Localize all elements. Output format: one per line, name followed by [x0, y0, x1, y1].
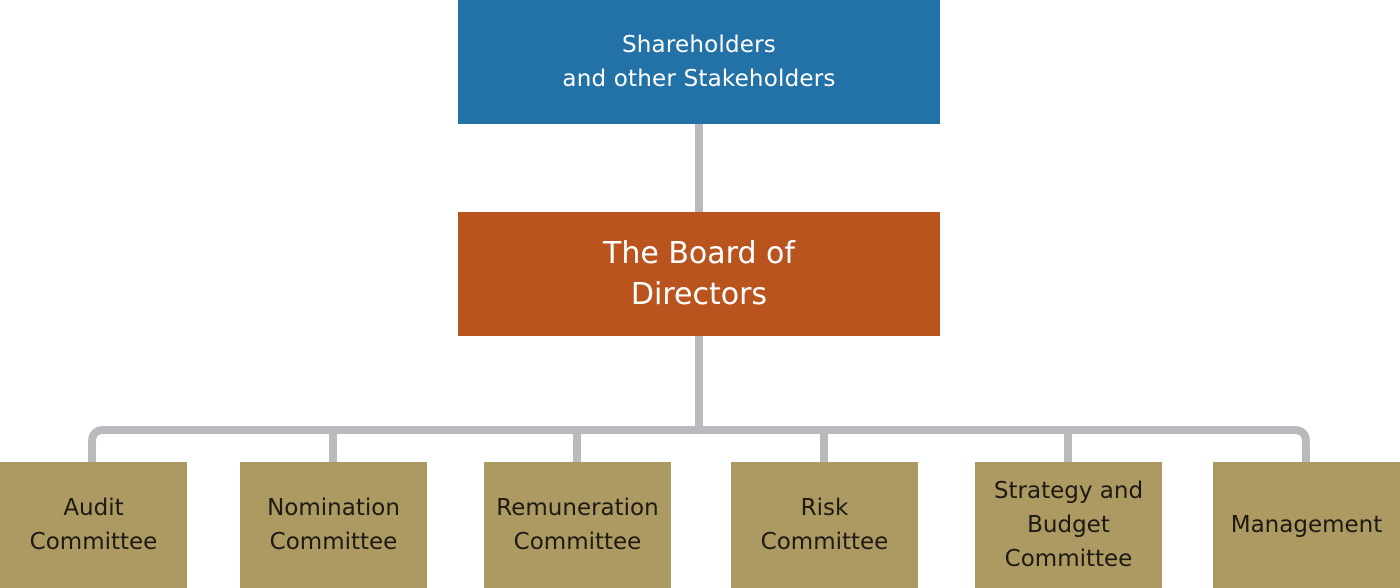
node-board-of-directors: The Board of Directors	[458, 212, 940, 336]
node-nomination-label: Nomination Committee	[267, 495, 400, 555]
node-remuneration-label: Remuneration Committee	[496, 495, 659, 555]
node-strategy-label: Strategy and Budget Committee	[993, 478, 1144, 572]
node-strategy-budget-committee: Strategy and Budget Committee	[975, 462, 1162, 588]
node-shareholders: Shareholders and other Stakeholders	[458, 0, 940, 124]
node-board-label: The Board of Directors	[603, 236, 795, 312]
node-nomination-committee: Nomination Committee	[240, 462, 427, 588]
node-audit-label: Audit Committee	[29, 495, 158, 555]
node-risk-label: Risk Committee	[760, 495, 889, 555]
node-management-label: Management	[1230, 512, 1383, 538]
node-audit-committee: Audit Committee	[0, 462, 187, 588]
node-shareholders-label: Shareholders and other Stakeholders	[562, 32, 836, 92]
connector-bus	[88, 426, 1310, 462]
node-remuneration-committee: Remuneration Committee	[484, 462, 671, 588]
node-risk-committee: Risk Committee	[731, 462, 918, 588]
node-management: Management	[1213, 462, 1400, 588]
